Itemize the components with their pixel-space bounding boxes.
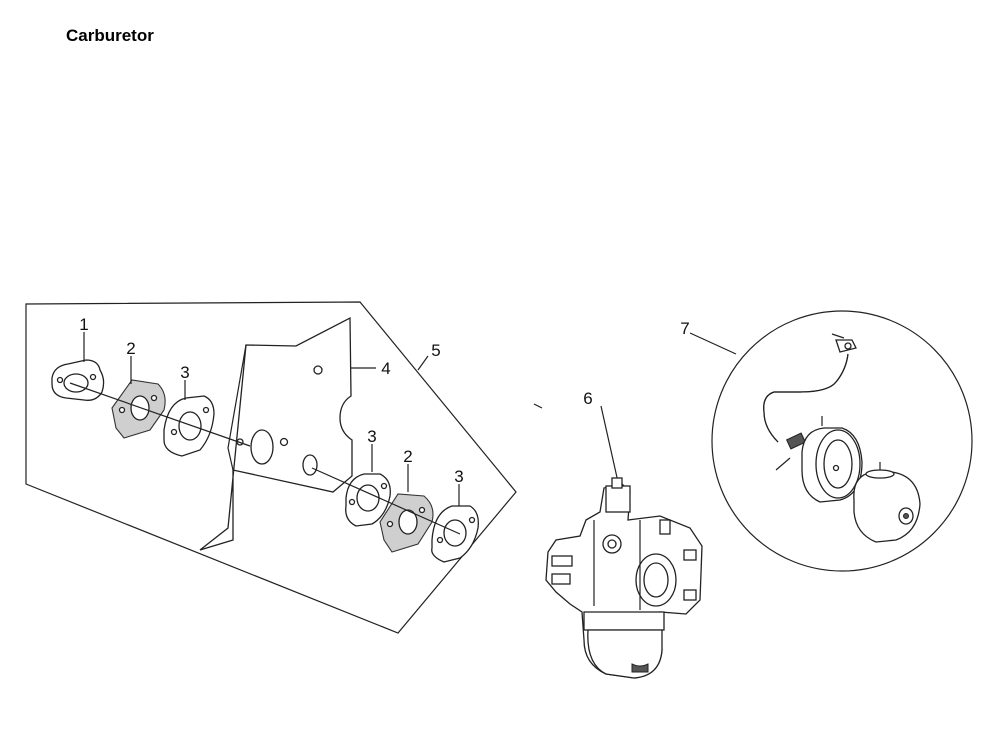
insulator-spacer-right	[379, 493, 434, 553]
primer-housing	[801, 416, 863, 503]
callout-3-right-b: 3	[454, 467, 463, 486]
gasket-3-left	[163, 395, 215, 457]
gasket-3-right-a	[345, 473, 391, 527]
primer-bulb	[853, 462, 921, 543]
callout-1: 1	[79, 315, 88, 334]
callout-2-left: 2	[126, 339, 135, 358]
heat-shield-plate	[199, 316, 353, 551]
callout-2-right: 2	[403, 447, 412, 466]
primer-detail-circle	[711, 310, 973, 572]
group-5-frame	[25, 301, 517, 634]
callout-3-right-a: 3	[367, 427, 376, 446]
page-title: Carburetor	[66, 26, 154, 45]
gasket-3-right-b	[431, 505, 479, 563]
callout-7: 7	[680, 319, 689, 338]
carburetor-assembly	[545, 477, 703, 679]
callout-4: 4	[381, 359, 390, 378]
callout-6: 6	[583, 389, 592, 408]
callout-3-left: 3	[180, 363, 189, 382]
primer-fuel-line	[763, 333, 857, 471]
callout-5: 5	[431, 341, 440, 360]
gasket-1	[51, 359, 105, 401]
insulator-spacer-left	[111, 379, 166, 439]
